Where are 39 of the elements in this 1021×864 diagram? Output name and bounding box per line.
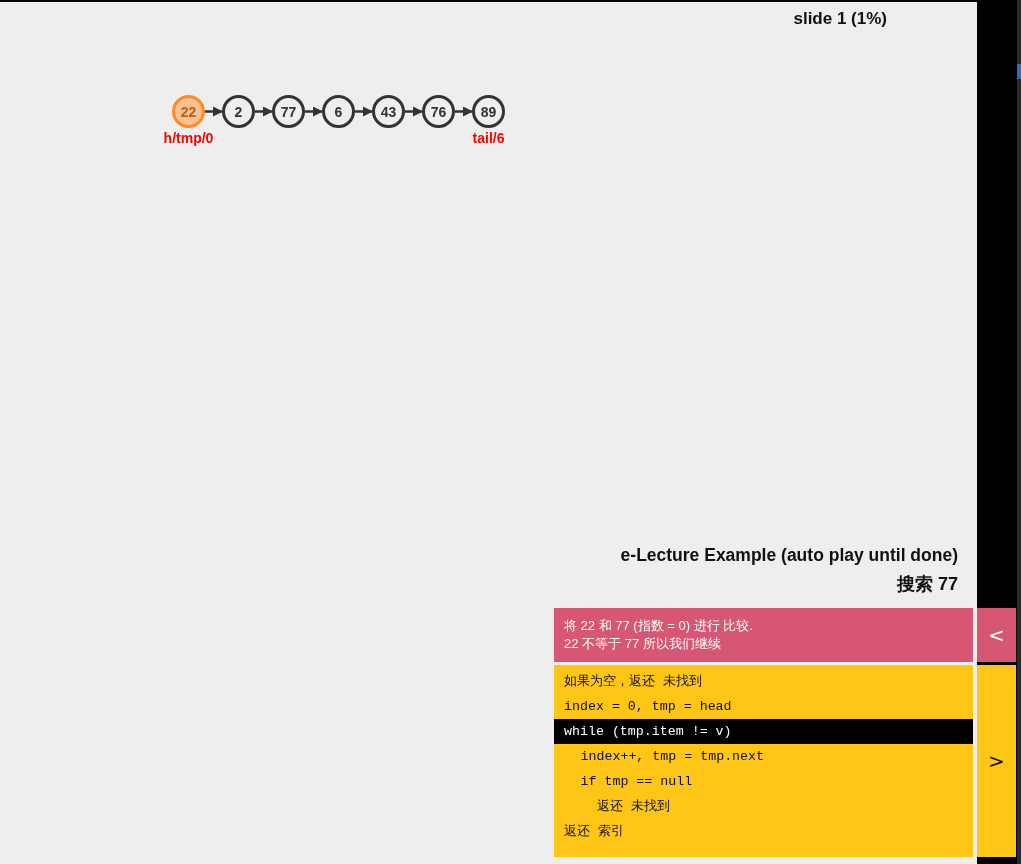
highlight-bar bbox=[554, 719, 973, 744]
pointer-label: h/tmp/0 bbox=[163, 130, 214, 146]
code-line: while (tmp.item != v) bbox=[564, 723, 732, 741]
message-text: 将 22 和 77 (指数 = 0) 进行 比较. bbox=[564, 617, 753, 635]
arrow bbox=[205, 106, 223, 117]
code-panel bbox=[554, 665, 973, 857]
list-node-circle bbox=[322, 95, 355, 128]
code-line: 返还 索引 bbox=[564, 823, 624, 841]
code-line: 返还 未找到 bbox=[597, 798, 670, 816]
arrow bbox=[405, 106, 423, 117]
next-button: > bbox=[977, 665, 1016, 857]
arrow bbox=[455, 106, 473, 117]
arrow bbox=[355, 106, 373, 117]
node-value: 77 bbox=[280, 103, 297, 120]
node-value: 2 bbox=[234, 103, 243, 120]
node-value: 6 bbox=[334, 103, 343, 120]
message-panel bbox=[554, 608, 973, 662]
previous-button: < bbox=[977, 608, 1016, 662]
list-node-circle bbox=[422, 95, 455, 128]
head-node-circle bbox=[172, 95, 205, 128]
message-text: 22 不等于 77 所以我们继续 bbox=[564, 635, 721, 653]
node-value: 43 bbox=[380, 103, 397, 120]
list-node-circle bbox=[472, 95, 505, 128]
code-line: index++, tmp = tmp.next bbox=[580, 748, 765, 766]
pointer-label: tail/6 bbox=[472, 130, 505, 146]
code-line: if tmp == null bbox=[580, 773, 693, 791]
arrow bbox=[305, 106, 323, 117]
arrow bbox=[255, 106, 273, 117]
node-value: 22 bbox=[180, 103, 197, 120]
panel-subheading: 搜索 77 bbox=[896, 573, 958, 596]
panel-heading: e-Lecture Example (auto play until done) bbox=[620, 545, 958, 566]
list-node-circle bbox=[372, 95, 405, 128]
slide-counter: slide 1 (1%) bbox=[793, 9, 887, 29]
node-value: 89 bbox=[480, 103, 497, 120]
code-line: index = 0, tmp = head bbox=[564, 698, 732, 716]
code-line: 如果为空，返还 未找到 bbox=[564, 673, 702, 691]
node-value: 76 bbox=[430, 103, 447, 120]
list-node-circle bbox=[272, 95, 305, 128]
list-node-circle bbox=[222, 95, 255, 128]
